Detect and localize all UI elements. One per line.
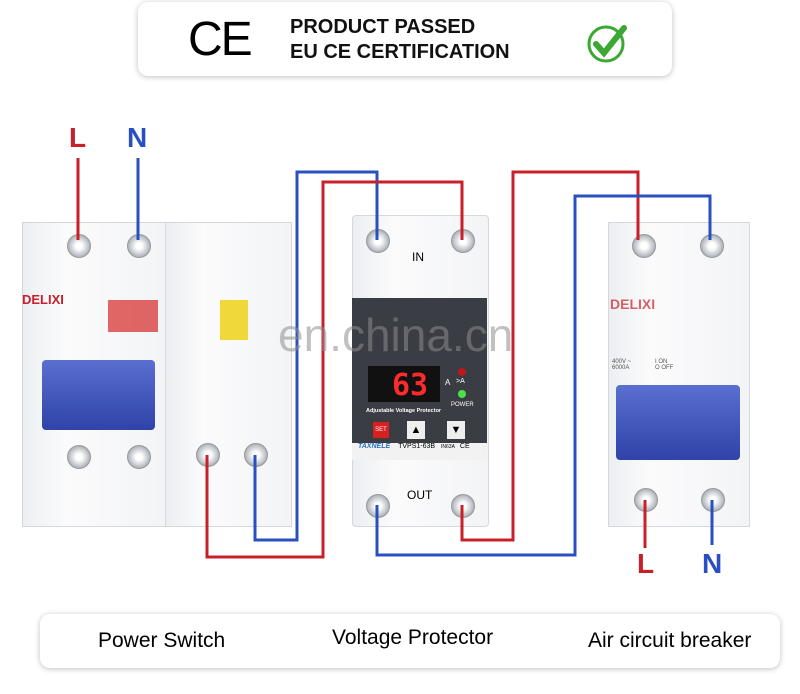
set-button[interactable]: SET bbox=[373, 422, 389, 438]
watermark: en.china.cn bbox=[278, 309, 514, 361]
right-breaker-lever[interactable] bbox=[616, 385, 740, 460]
check-icon bbox=[587, 25, 627, 63]
display-value: 63 bbox=[392, 368, 429, 403]
terminal bbox=[632, 234, 656, 258]
on-label: I ON bbox=[655, 359, 668, 365]
protector-model: TVPS1-63B bbox=[398, 443, 436, 450]
over-label: >A bbox=[456, 378, 465, 385]
power-switch-aux bbox=[165, 222, 292, 527]
output-neutral-label: N bbox=[702, 548, 723, 579]
protector-in-label: IN bbox=[412, 250, 424, 264]
caption-bar: Power Switch Voltage Protector Air circu… bbox=[40, 614, 780, 668]
live-to-breaker-wire bbox=[460, 170, 640, 542]
protector-rating: IN63A bbox=[441, 444, 455, 450]
air-circuit-breaker bbox=[608, 222, 750, 527]
off-label: O OFF bbox=[655, 365, 674, 371]
terminal bbox=[127, 445, 151, 469]
display: 63 bbox=[368, 366, 440, 403]
neutral-to-breaker-wire bbox=[375, 194, 712, 557]
right-breaker-rating: 400V ~6000A bbox=[612, 359, 631, 371]
rating-voltage: 400V ~ bbox=[612, 359, 632, 365]
yellow-indicator bbox=[220, 300, 248, 340]
protector-brand: TAXNELE bbox=[358, 443, 391, 450]
down-button[interactable]: ▼ bbox=[447, 421, 465, 439]
caption-power-switch: Power Switch bbox=[98, 629, 226, 652]
left-breaker-brand: DELIXI bbox=[22, 292, 64, 307]
power-label: POWER bbox=[451, 402, 474, 408]
terminal bbox=[700, 234, 724, 258]
terminal bbox=[67, 445, 91, 469]
ce-mark: CE bbox=[188, 13, 253, 66]
power-led bbox=[458, 390, 466, 398]
output-live-label: L bbox=[637, 548, 655, 579]
up-button[interactable]: ▲ bbox=[407, 421, 425, 439]
input-neutral-label: N bbox=[127, 122, 148, 153]
protector-caption: Adjustable Voltage Protector bbox=[366, 408, 442, 414]
banner-line1: PRODUCT PASSED bbox=[290, 16, 476, 38]
rating-current: 6000A bbox=[612, 365, 630, 371]
unit-label: A bbox=[445, 378, 451, 387]
protector-out-label: OUT bbox=[407, 488, 433, 502]
right-breaker-brand: DELIXI bbox=[610, 296, 656, 312]
protector-ce: CE bbox=[459, 443, 470, 450]
over-current-led bbox=[458, 368, 466, 376]
caption-voltage-protector: Voltage Protector bbox=[332, 626, 494, 649]
certification-banner: CE PRODUCT PASSED EU CE CERTIFICATION bbox=[138, 2, 672, 76]
red-stripe bbox=[108, 300, 158, 332]
protector-brand-strip: TAXNELE TVPS1-63B IN63A CE bbox=[352, 443, 487, 460]
live-to-protector-wire bbox=[205, 180, 464, 559]
left-breaker-lever[interactable] bbox=[42, 360, 155, 430]
banner-line2: EU CE CERTIFICATION bbox=[290, 41, 510, 63]
caption-air-circuit-breaker: Air circuit breaker bbox=[588, 629, 752, 652]
input-live-label: L bbox=[69, 122, 87, 153]
